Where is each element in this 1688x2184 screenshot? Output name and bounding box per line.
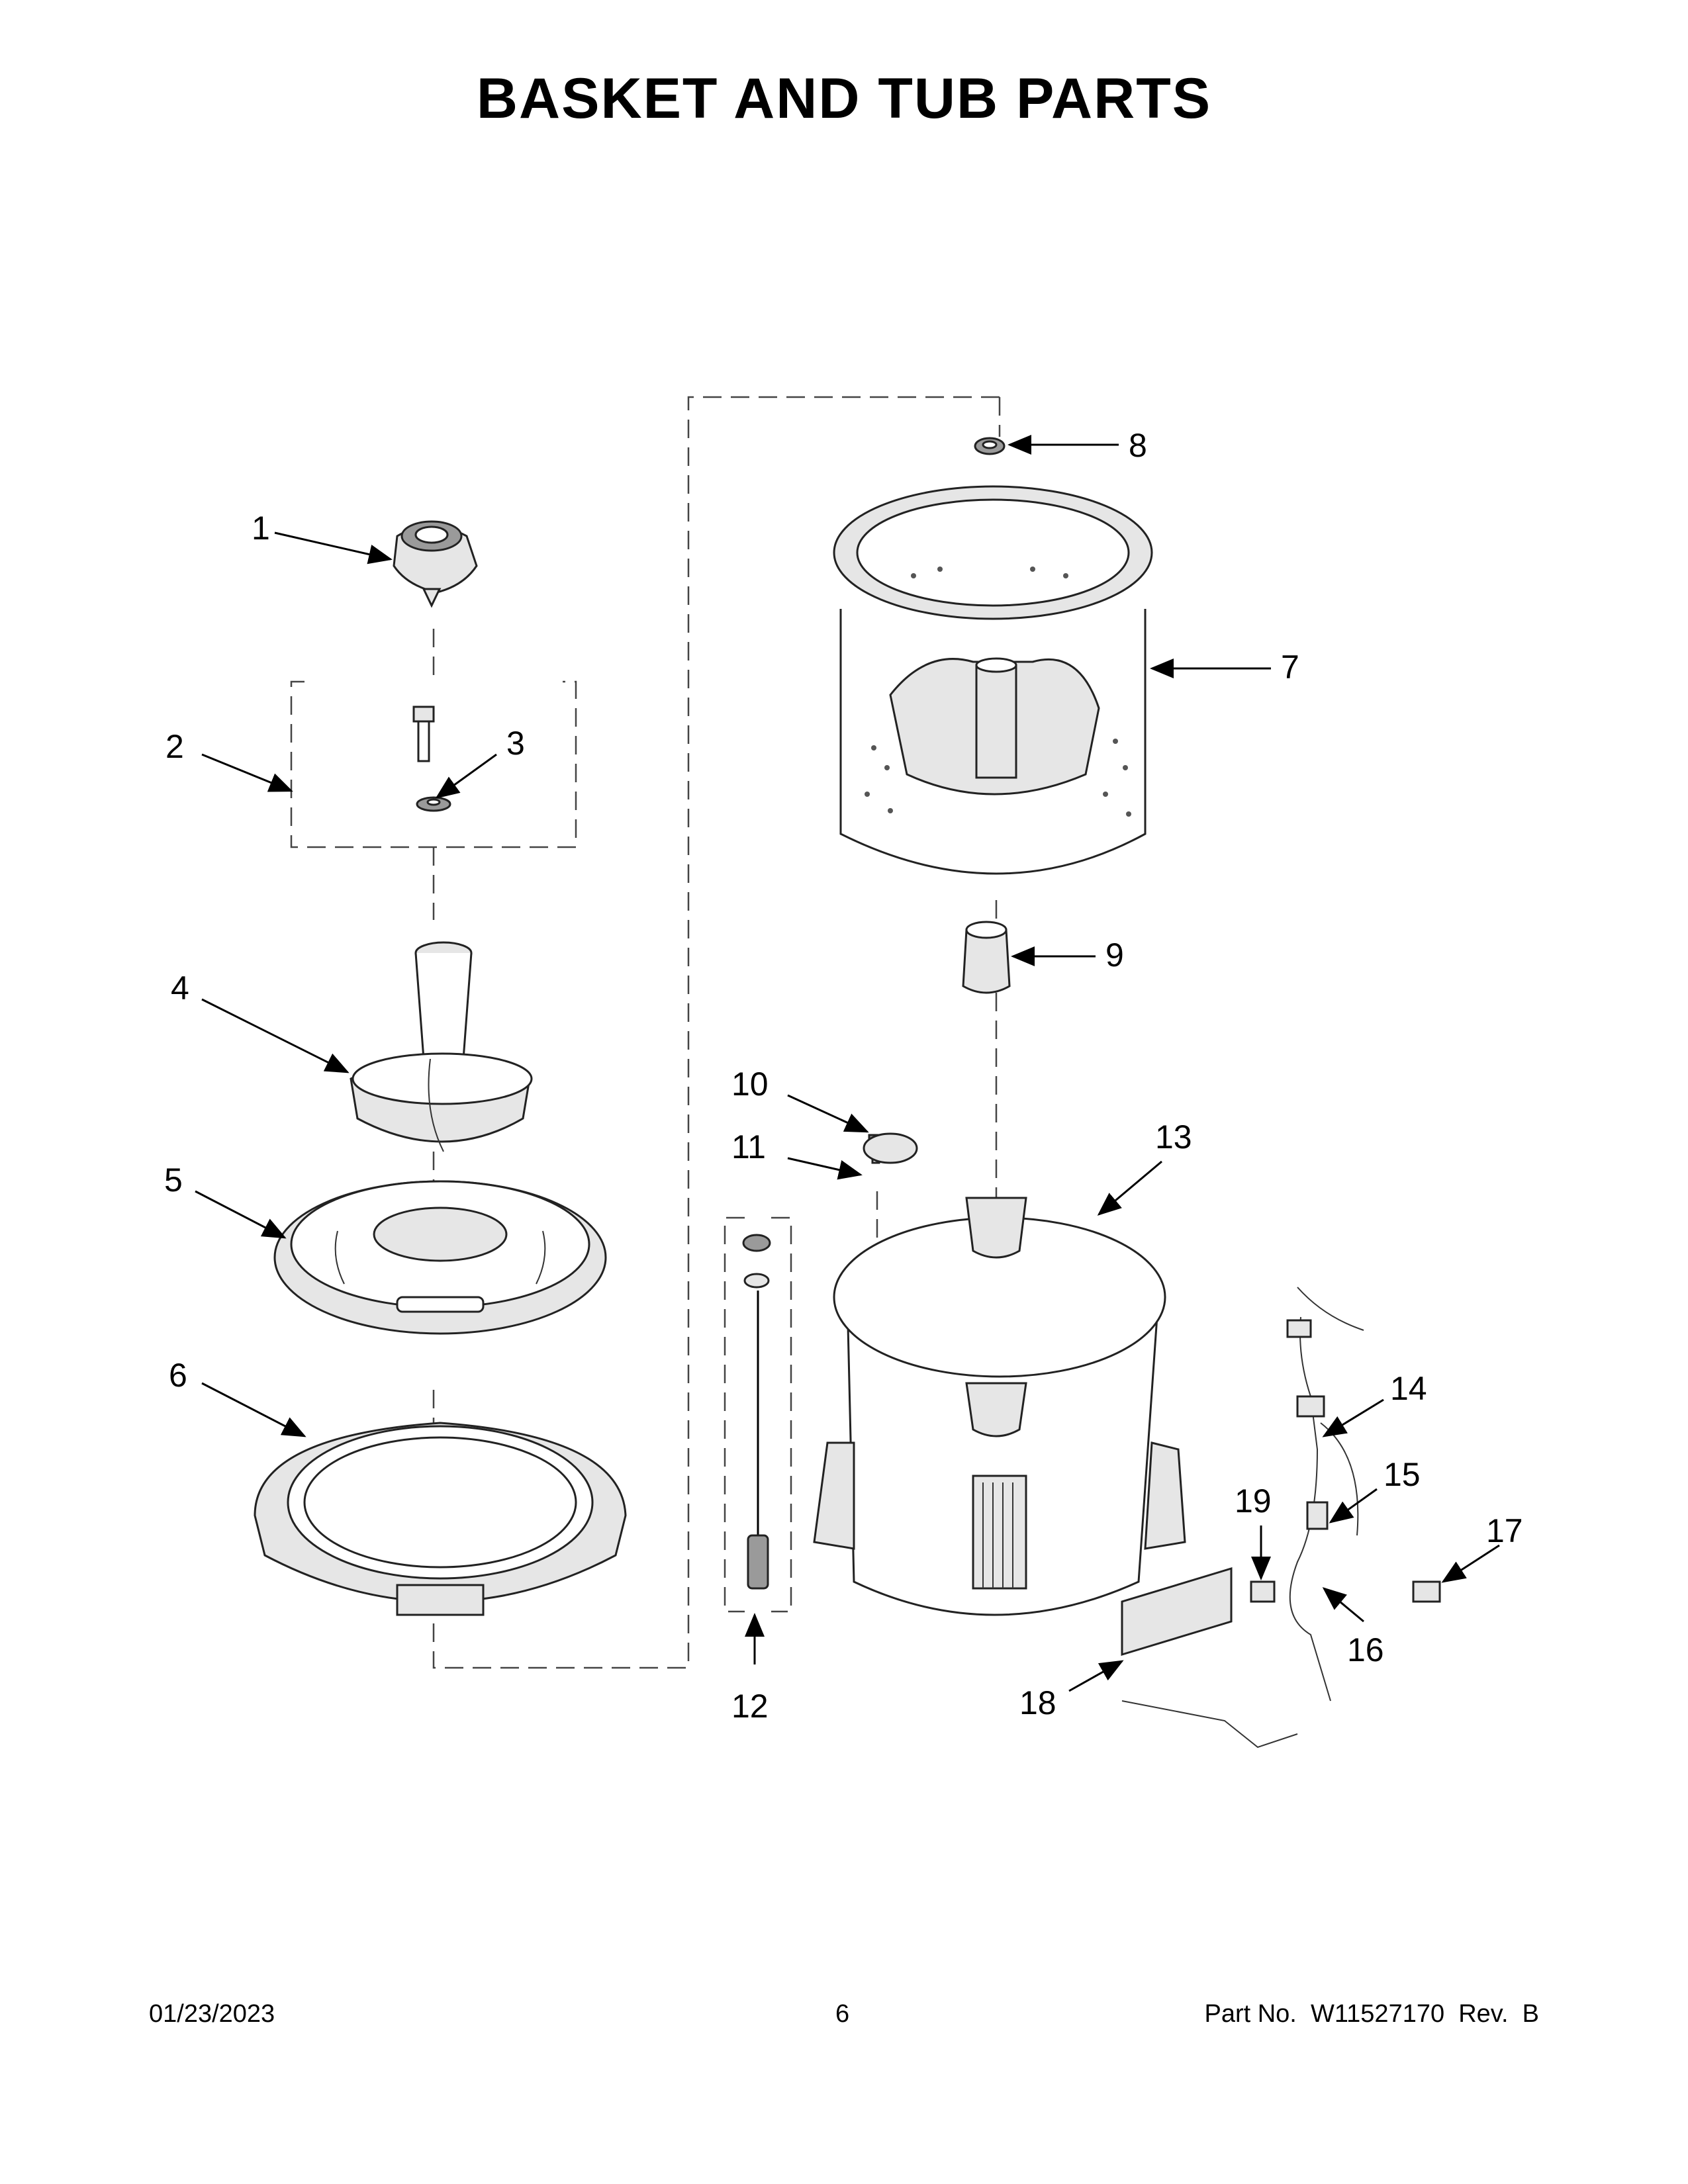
callout-13: 13 <box>1155 1118 1192 1156</box>
callout-15: 15 <box>1383 1456 1421 1493</box>
part-6-balance-ring <box>254 1422 627 1616</box>
part-12-suspension-rod <box>742 1234 771 1590</box>
page-title: BASKET AND TUB PARTS <box>476 67 1212 130</box>
callout-17: 17 <box>1486 1512 1523 1549</box>
callout-16: 16 <box>1347 1631 1384 1668</box>
part-2-3-bolt-washer <box>412 705 451 812</box>
callout-11: 11 <box>731 1128 766 1165</box>
callout-6: 6 <box>169 1357 187 1394</box>
part-7-basket <box>833 485 1153 875</box>
callout-8: 8 <box>1129 427 1147 464</box>
callout-18: 18 <box>1019 1684 1056 1721</box>
callout-10: 10 <box>731 1066 769 1103</box>
part-8-nut <box>974 437 1006 455</box>
part-13-outer-tub <box>813 1197 1186 1616</box>
part-4-agitator <box>350 941 533 1152</box>
callout-2: 2 <box>165 728 184 765</box>
part-9-drive-hub <box>962 921 1011 994</box>
part-10-11-screw-plate <box>863 1132 918 1164</box>
callout-14: 14 <box>1390 1370 1427 1407</box>
callout-3: 3 <box>506 725 525 762</box>
footer-date: 01/23/2023 <box>149 2000 275 2028</box>
callout-leaders <box>195 435 1500 1692</box>
footer-page-number: 6 <box>835 2000 850 2028</box>
part-5-tub-ring <box>273 1180 607 1335</box>
callout-4: 4 <box>171 970 189 1007</box>
callout-5: 5 <box>164 1161 183 1199</box>
part-1-agitator-cap <box>393 520 478 608</box>
callout-12: 12 <box>731 1688 769 1725</box>
callout-7: 7 <box>1281 649 1299 686</box>
footer-part-number: Part No. W11527170 Rev. B <box>1204 2000 1539 2028</box>
parts-14-19-wire-harness <box>1121 1287 1441 1749</box>
callout-1: 1 <box>252 510 270 547</box>
callout-19: 19 <box>1235 1482 1272 1520</box>
callout-9: 9 <box>1105 936 1124 974</box>
